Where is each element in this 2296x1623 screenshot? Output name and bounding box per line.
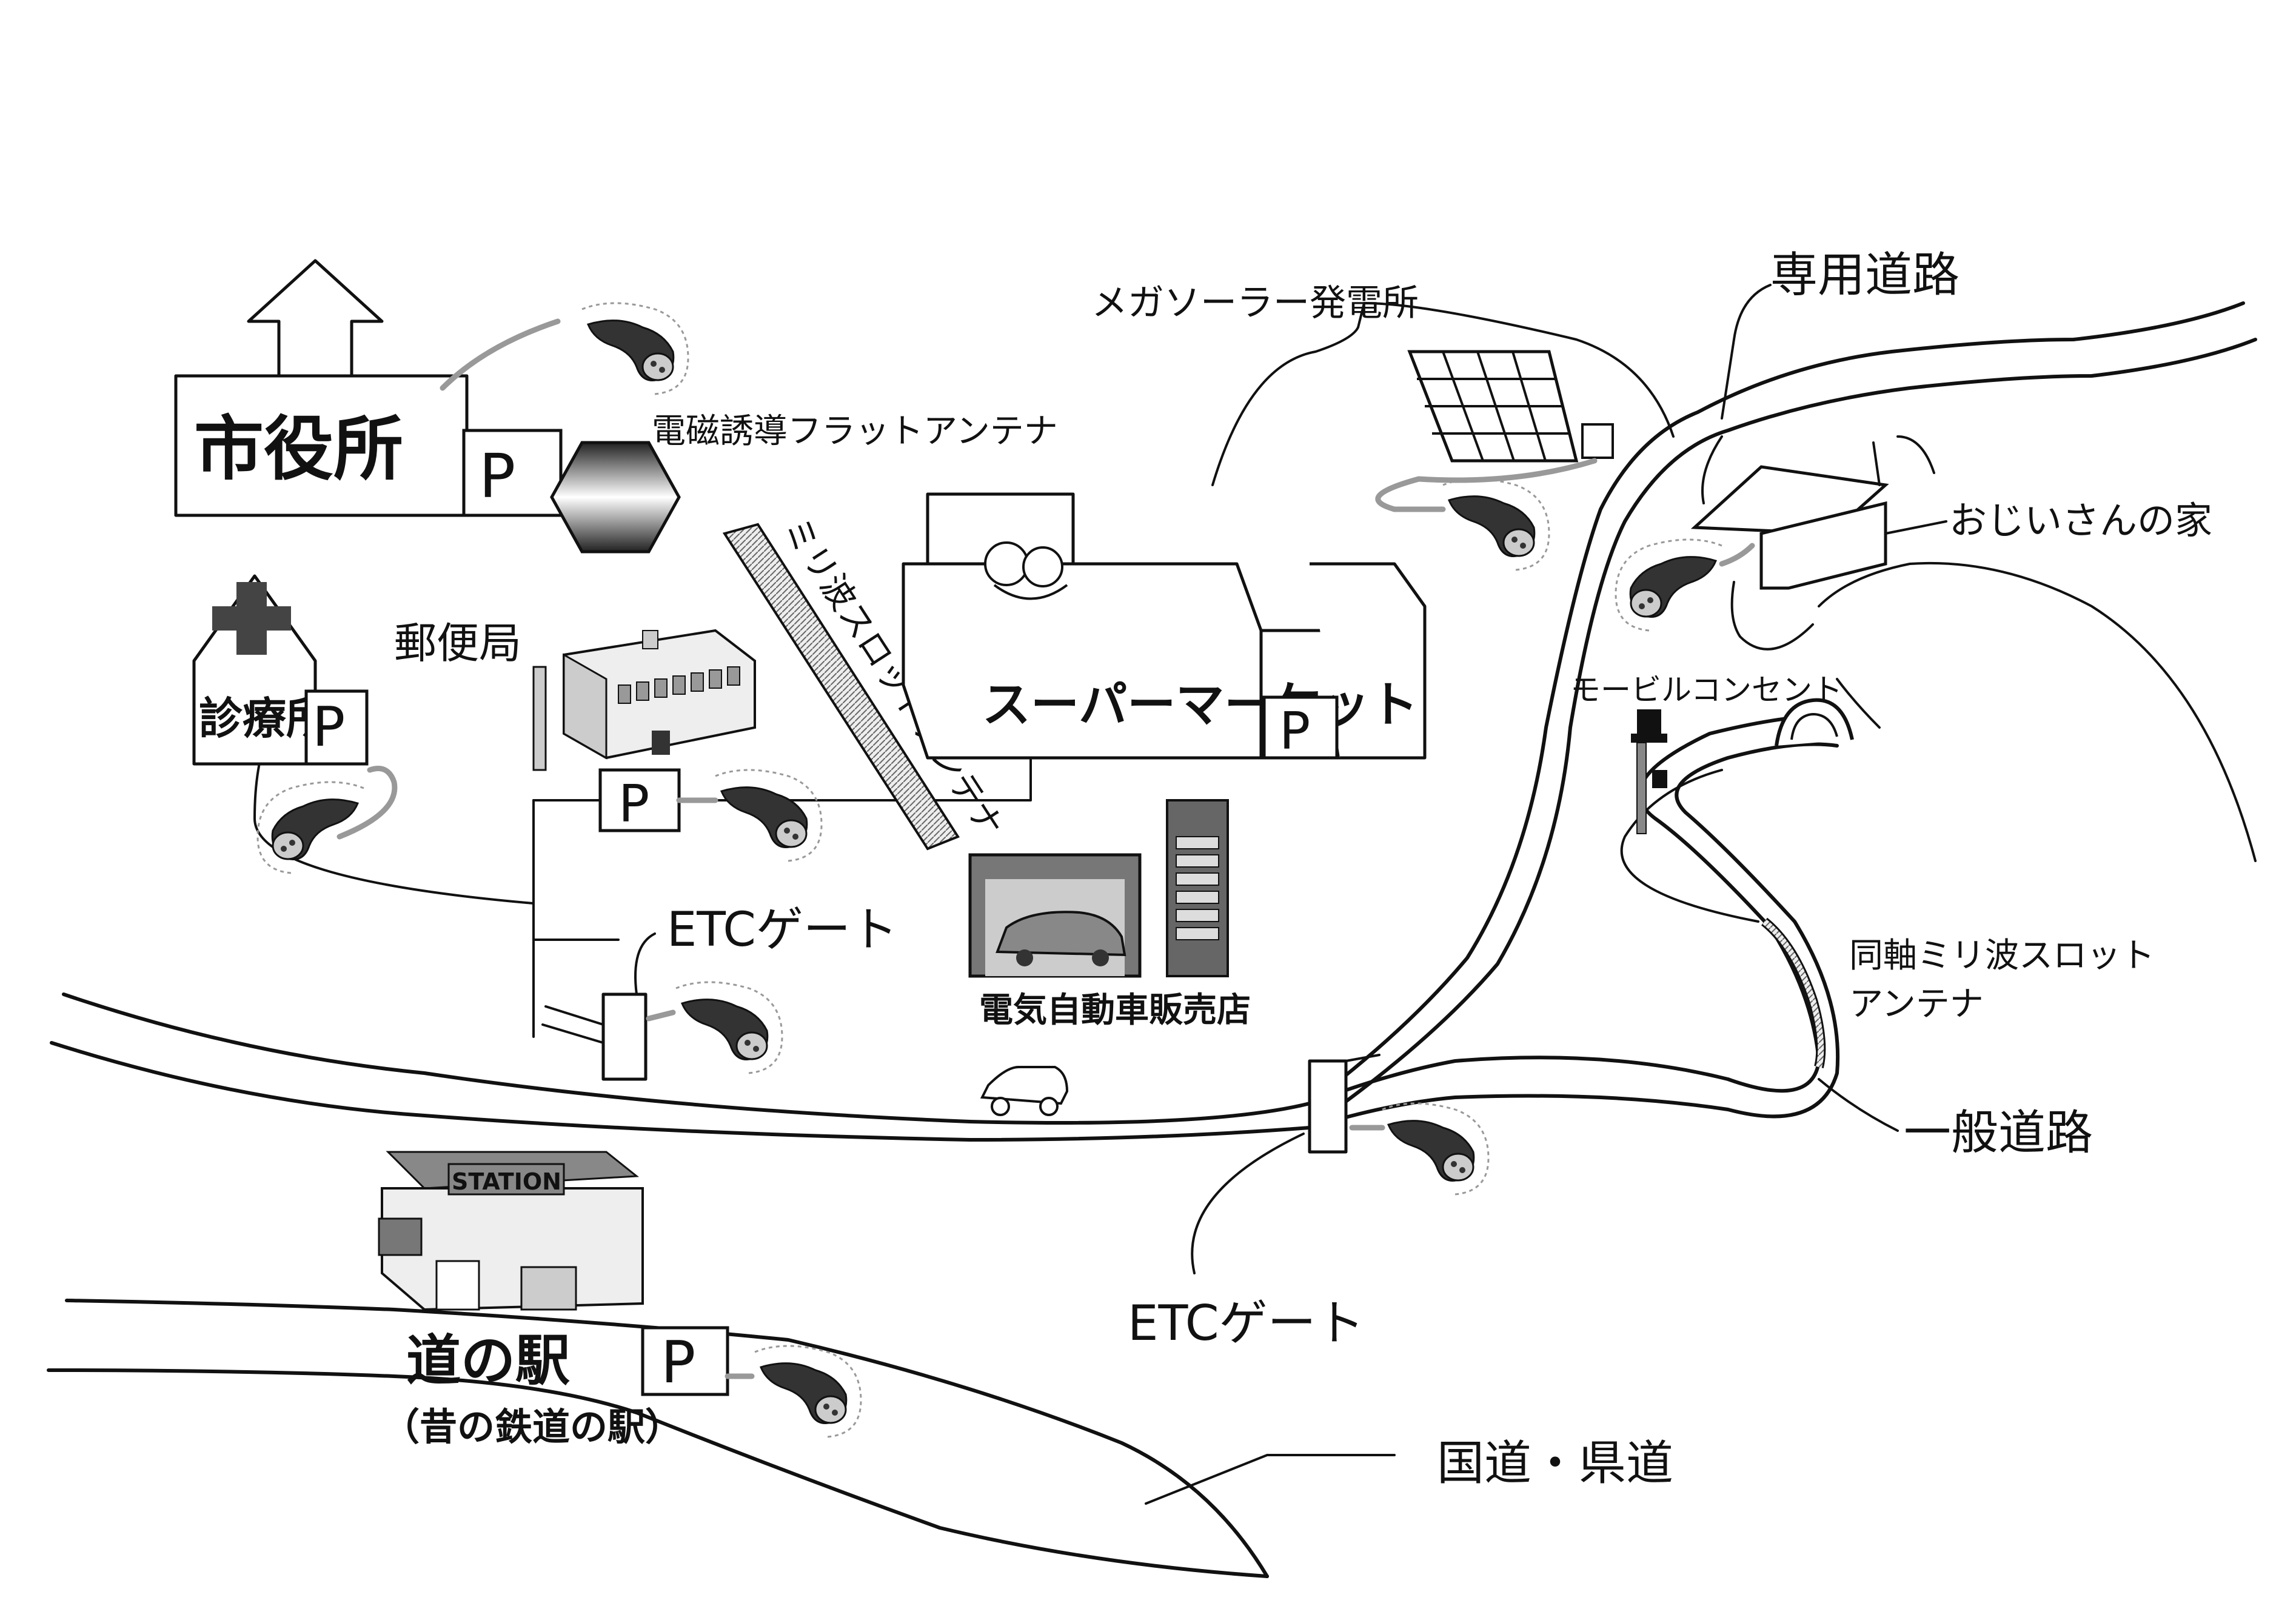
grandpa-house-label: おじいさんの家	[1949, 498, 2212, 543]
mega-solar-label: メガソーラー発電所	[1091, 282, 1419, 324]
car-icon	[996, 911, 1126, 957]
red-cross-icon	[212, 582, 291, 655]
coax-antenna-label-1: 同軸ミリ波スロット	[1849, 936, 2155, 975]
private-road-leader	[1721, 284, 1772, 420]
town-area-lines	[253, 302, 2257, 1038]
coax-antenna-label-2: アンテナ	[1849, 985, 1984, 1024]
parking-sign-icon: P	[312, 695, 345, 759]
tunnel-icon	[1775, 698, 1854, 746]
etc-gate-1-label: ETCゲート	[667, 903, 898, 957]
em-antenna-label: 電磁誘導フラットアンテナ	[652, 412, 1058, 451]
em-induction-antenna-hexagon	[550, 441, 681, 554]
squirrel-logo-icon	[984, 541, 1068, 600]
ev-charger-plug-icon	[1381, 1102, 1490, 1196]
general-road-leader	[1818, 1078, 1899, 1132]
parking-sign-icon: P	[618, 774, 649, 834]
parking-sign-icon: P	[661, 1330, 695, 1396]
ev-charger-plug-icon	[256, 781, 365, 874]
city-hall: 市役所	[174, 259, 469, 517]
etc-gate-2-label: ETCゲート	[1128, 1295, 1365, 1351]
road-station-note: （昔の鉄道の駅）	[382, 1405, 683, 1449]
private-road	[1308, 301, 2257, 1129]
ev-charger-plug-icon	[1442, 478, 1550, 571]
mobile-outlet-label: モービルコンセント	[1570, 672, 1842, 708]
parking-sign-icon: P	[1279, 701, 1310, 761]
supermarket-parking: P	[1262, 695, 1339, 761]
ev-charger-plug-icon	[754, 1345, 862, 1438]
ev-charger-plug-icon	[1615, 538, 1723, 632]
grandpa-house	[1690, 435, 1935, 590]
grandpa-house-leader	[1884, 520, 1947, 535]
ev-dealer: 電気自動車販売店	[968, 799, 1251, 1030]
clinic-parking: P	[304, 689, 369, 766]
post-office-label: 郵便局	[394, 618, 521, 668]
ev-charger-plugs	[256, 302, 1755, 1438]
solar-panel-icon	[1407, 350, 1614, 463]
national-road-leader	[1145, 1454, 1396, 1505]
city-hall-label: 市役所	[194, 409, 403, 490]
post-office-parking: P	[598, 768, 681, 834]
general-road	[50, 714, 1840, 1142]
mobile-outlet-post	[1631, 709, 1667, 834]
national-road-label: 国道・県道	[1437, 1436, 1673, 1491]
road-station-parking: P	[641, 1326, 729, 1396]
ev-charger-plug-icon	[675, 981, 783, 1074]
etc-gate-1: ETCゲート	[541, 903, 898, 1081]
car-icon	[980, 1066, 1069, 1116]
post-office-building	[532, 629, 756, 771]
national-road	[47, 1299, 1269, 1578]
supermarket-label: スーパーマーケット	[982, 677, 1418, 733]
road-station-label: 道の駅	[406, 1329, 570, 1393]
supermarket: スーパーマーケット	[902, 492, 1427, 760]
ev-dealer-label: 電気自動車販売店	[979, 991, 1251, 1030]
parking-sign-icon: P	[479, 441, 515, 512]
general-road-label: 一般道路	[1904, 1106, 2093, 1160]
city-hall-parking: P	[462, 429, 563, 517]
etc-gate-2: ETCゲート	[1128, 1054, 1381, 1351]
ev-charger-plug-icon	[714, 769, 823, 862]
station-sign: STATION	[452, 1168, 561, 1195]
private-road-label: 専用道路	[1770, 248, 1960, 303]
ev-charger-plug-icon	[581, 302, 689, 395]
road-station-building: STATION	[378, 1151, 644, 1311]
